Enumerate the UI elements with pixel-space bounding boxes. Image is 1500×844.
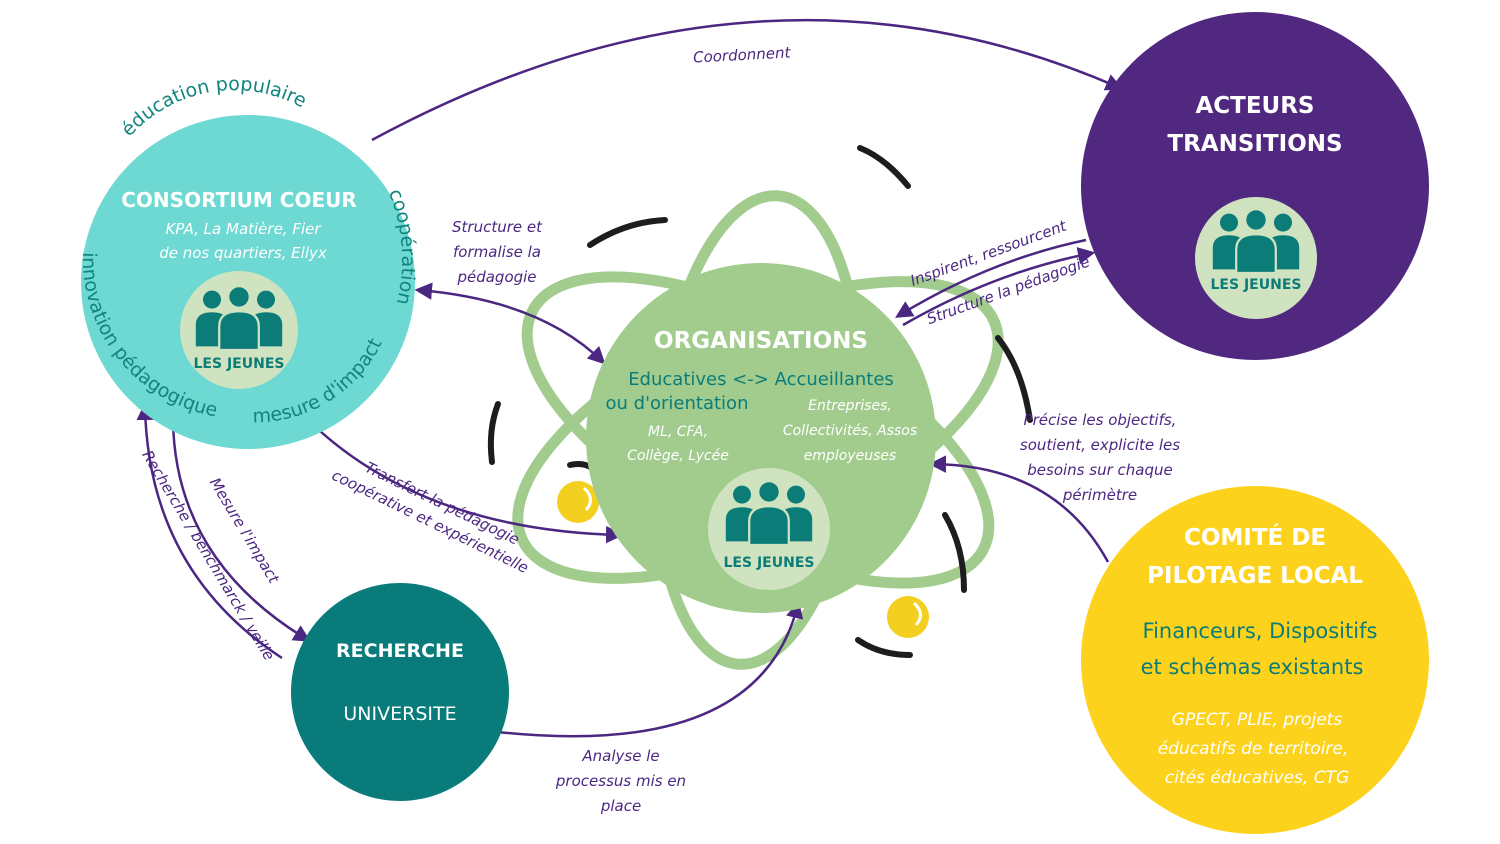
electron-dot-icon [557,481,599,523]
label-analyse-line1: Analyse le [581,747,659,765]
accueillantes-examples-line2: Collectivités, Assos [783,423,917,439]
group-people-icon [194,287,284,350]
group-people-icon [724,482,814,545]
educatives-examples-line1: ML, CFA, [648,424,708,440]
acteurs-title-line2: TRANSITIONS [1167,131,1342,157]
recherche-node: RECHERCHE UNIVERSITE [291,583,509,801]
accueillantes-examples-line1: Entreprises, [808,398,892,414]
arrow-recherche [136,402,283,660]
electron-dots [557,481,929,638]
acteurs-title-line1: ACTEURS [1195,93,1314,119]
arrow-analyse [497,600,804,738]
arrow-coordonnent [371,19,1124,142]
group-people-icon [1211,210,1301,273]
jeunes-label: LES JEUNES [1211,277,1302,293]
comite-sub-line2: et schémas existants [1141,655,1364,679]
organisations-title: ORGANISATIONS [654,328,868,354]
arrows [136,19,1124,738]
comite-title-line2: PILOTAGE LOCAL [1147,563,1363,589]
organisations-types-line2: ou d'orientation [606,393,749,414]
comite-examples-line2: éducatifs de territoire, [1158,739,1349,759]
arrow-precise [928,455,1110,563]
arrow-structure-peda [902,247,1096,327]
label-precise-line2: soutient, explicite les [1020,436,1180,454]
consortium-members-line2: de nos quartiers, Ellyx [159,244,327,262]
label-analyse-line2: processus mis en [555,772,686,790]
educatives-examples-line2: Collège, Lycée [627,448,729,464]
consortium-members-line1: KPA, La Matière, Fier [165,220,321,238]
accueillantes-examples-line3: employeuses [804,448,897,464]
label-structure-line2: formalise la [453,243,541,261]
organisations-node: ORGANISATIONS Educatives <-> Accueillant… [586,263,936,613]
label-coordonnent: Coordonnent [693,43,792,66]
label-precise-line3: besoins sur chaque [1027,461,1172,479]
label-structure-line3: pédagogie [456,268,536,286]
jeunes-badge: LES JEUNES [708,468,830,590]
organisations-types-line1: Educatives <-> Accueillantes [628,369,894,390]
consortium-title: CONSORTIUM COEUR [121,188,357,212]
comite-title-line1: COMITÉ DE [1184,523,1326,551]
motion-strokes [487,145,1033,658]
label-precise-line1: Précise les objectifs, [1024,411,1177,429]
recherche-title: RECHERCHE [336,640,464,662]
consortium-node: éducation populaire innovation pédagogiq… [78,73,419,449]
arrow-transfert [305,417,624,544]
jeunes-badge: LES JEUNES [180,271,298,389]
label-structure-line1: Structure et [452,218,543,236]
comite-examples-line1: GPECT, PLIE, projets [1172,710,1343,730]
comite-node: COMITÉ DE PILOTAGE LOCAL Financeurs, Dis… [1081,486,1429,834]
jeunes-label: LES JEUNES [194,356,285,372]
electron-dot-icon [887,596,929,638]
arrow-structure-formalise [414,282,606,365]
jeunes-badge: LES JEUNES [1195,197,1317,319]
acteurs-node: ACTEURS TRANSITIONS LES JEUNES [1081,12,1429,360]
comite-sub-line1: Financeurs, Dispositifs [1143,619,1378,643]
label-analyse-line3: place [600,797,641,815]
arrow-mesure [171,419,311,642]
comite-examples-line3: cités éducatives, CTG [1165,768,1349,788]
arrow-inspirent [895,238,1087,318]
label-precise-line4: périmètre [1062,486,1137,504]
jeunes-label: LES JEUNES [724,555,815,571]
recherche-subtitle: UNIVERSITE [343,703,456,725]
